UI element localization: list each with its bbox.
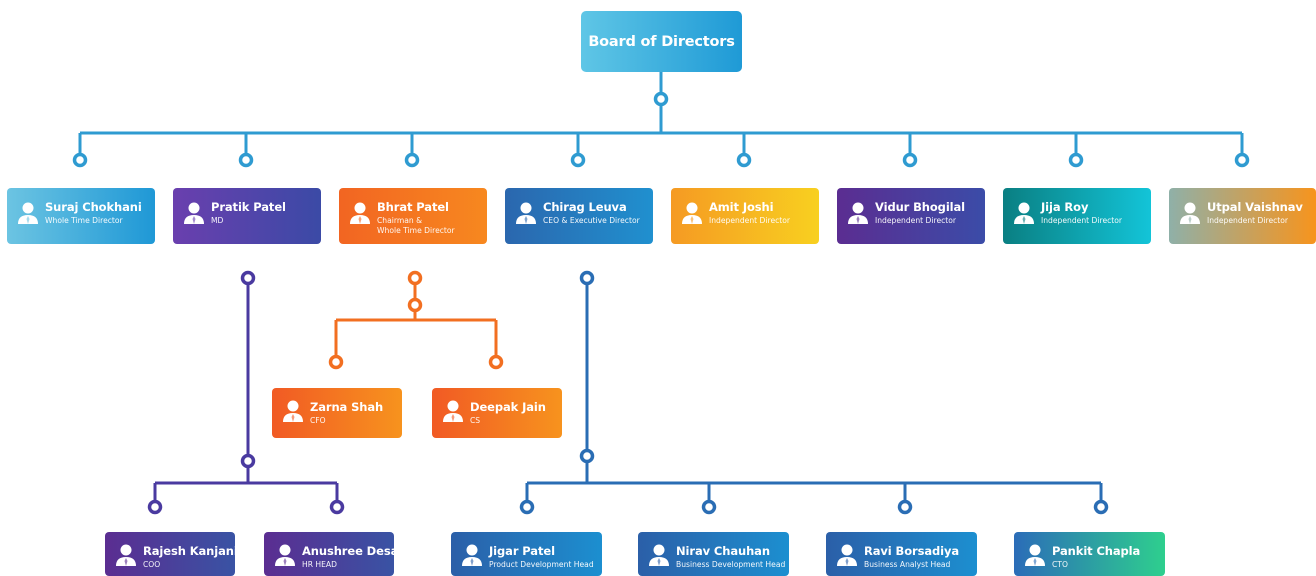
person-icon	[275, 544, 295, 566]
person-icon	[1014, 202, 1034, 224]
chirag-connector-dots	[519, 270, 1109, 515]
person-icon	[462, 544, 482, 566]
staff-role: COO	[143, 560, 161, 569]
staff-card-zarna-shah: Zarna Shah CFO	[272, 388, 402, 438]
director-role: Independent Director	[709, 216, 791, 225]
director-role: CEO & Executive Director	[543, 216, 640, 225]
staff-role: Product Development Head	[489, 560, 594, 569]
director-name: Jija Roy	[1041, 200, 1089, 214]
staff-name: Nirav Chauhan	[676, 544, 770, 558]
staff-card-anushree-desai: Anushree Desai HR HEAD	[264, 532, 394, 576]
staff-name: Zarna Shah	[310, 400, 384, 414]
person-icon	[516, 202, 536, 224]
person-icon	[443, 400, 463, 422]
staff-card-ravi-borsadiya: Ravi Borsadiya Business Analyst Head	[826, 532, 977, 576]
board-connector-lines	[78, 72, 1244, 154]
director-role: Independent Director	[1207, 216, 1289, 225]
staff-name: Deepak Jain	[470, 400, 546, 414]
director-card-utpal-vaishnav: Utpal Vaishnav Independent Director	[1169, 188, 1316, 244]
director-card-bhrat-patel: Bhrat Patel Chairman & Whole Time Direct…	[339, 188, 487, 244]
staff-card-deepak-jain: Deepak Jain CS	[432, 388, 562, 438]
staff-name: Pankit Chapla	[1052, 544, 1141, 558]
chirag-connector	[525, 284, 1103, 501]
director-role: MD	[211, 216, 224, 225]
person-icon	[682, 202, 702, 224]
board-of-directors-label: Board of Directors	[588, 33, 735, 50]
director-card-pratik-patel: Pratik Patel MD	[173, 188, 321, 244]
director-name: Vidur Bhogilal	[875, 200, 966, 214]
director-name: Suraj Chokhani	[45, 200, 142, 214]
person-icon	[649, 544, 669, 566]
staff-name: Anushree Desai	[302, 544, 394, 558]
person-icon	[18, 202, 38, 224]
staff-role: CS	[470, 416, 481, 425]
director-name: Bhrat Patel	[377, 200, 449, 214]
director-role: Independent Director	[1041, 216, 1123, 225]
director-card-jija-roy: Jija Roy Independent Director	[1003, 188, 1151, 244]
bhrat-connector	[334, 284, 498, 356]
staff-role: CFO	[310, 416, 326, 425]
director-name: Amit Joshi	[709, 200, 774, 214]
director-role: Whole Time Director	[45, 216, 123, 225]
person-icon	[1025, 544, 1045, 566]
staff-role: CTO	[1052, 560, 1068, 569]
staff-card-jigar-patel: Jigar Patel Product Development Head	[451, 532, 602, 576]
staff-role: Business Analyst Head	[864, 560, 951, 569]
director-card-vidur-bhogilal: Vidur Bhogilal Independent Director	[837, 188, 985, 244]
person-icon	[283, 400, 303, 422]
board-connector-dots	[72, 91, 1250, 168]
pratik-connector	[153, 284, 339, 501]
pratik-connector-dots	[147, 270, 345, 515]
director-role: Independent Director	[875, 216, 957, 225]
staff-name: Ravi Borsadiya	[864, 544, 960, 558]
staff-role: Business Development Head	[676, 560, 786, 569]
person-icon	[116, 544, 136, 566]
person-icon	[184, 202, 204, 224]
staff-card-rajesh-kanjani: Rajesh Kanjani COO	[105, 532, 235, 576]
director-name: Pratik Patel	[211, 200, 286, 214]
director-name: Utpal Vaishnav	[1207, 200, 1303, 214]
person-icon	[1180, 202, 1200, 224]
bhrat-connector-dots	[328, 270, 504, 370]
director-role: Chairman & Whole Time Director	[377, 216, 455, 235]
director-card-amit-joshi: Amit Joshi Independent Director	[671, 188, 819, 244]
staff-card-nirav-chauhan: Nirav Chauhan Business Development Head	[638, 532, 789, 576]
staff-name: Rajesh Kanjani	[143, 544, 235, 558]
staff-role: HR HEAD	[302, 560, 337, 569]
staff-card-pankit-chapla: Pankit Chapla CTO	[1014, 532, 1165, 576]
staff-name: Jigar Patel	[489, 544, 555, 558]
person-icon	[848, 202, 868, 224]
director-name: Chirag Leuva	[543, 200, 627, 214]
director-card-chirag-leuva: Chirag Leuva CEO & Executive Director	[505, 188, 653, 244]
board-of-directors-box: Board of Directors	[581, 11, 742, 72]
person-icon	[837, 544, 857, 566]
person-icon	[350, 202, 370, 224]
director-card-suraj-chokhani: Suraj Chokhani Whole Time Director	[7, 188, 155, 244]
